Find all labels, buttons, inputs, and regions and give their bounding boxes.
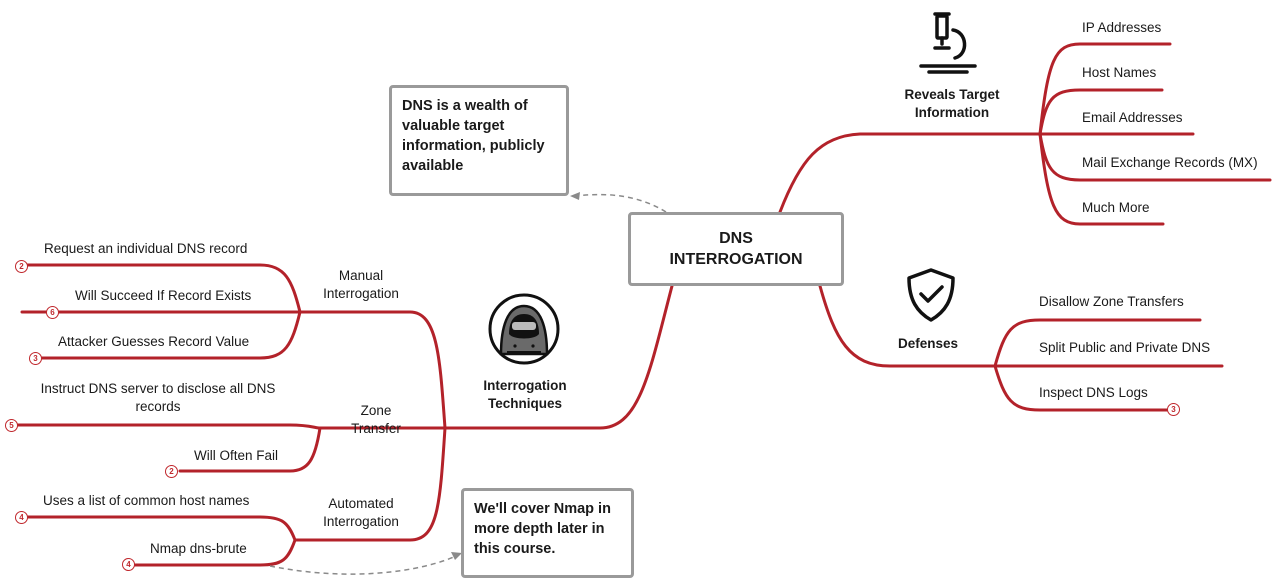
microscope-icon — [919, 12, 977, 74]
hooded-hacker-icon — [488, 293, 560, 365]
automated-list-badge: 4 — [15, 511, 28, 524]
techniques-title: Interrogation Techniques — [483, 378, 567, 411]
automated-item-nmap: Nmap dns-brute — [150, 541, 247, 556]
branch-often-fail — [178, 426, 322, 473]
branch-instruct-dns — [10, 423, 322, 430]
note-top: DNS is a wealth of valuable target infor… — [389, 85, 569, 196]
note-bottom-text: We'll cover Nmap in more depth later in … — [474, 501, 611, 557]
branch-host-list — [20, 515, 297, 542]
branch-center-defenses — [818, 284, 997, 368]
reveals-title: Reveals Target Information — [904, 87, 1000, 120]
branch-request-record — [20, 263, 302, 314]
manual-item-guesses: Attacker Guesses Record Value — [58, 334, 250, 349]
reveals-item-email: Email Addresses — [1082, 110, 1183, 125]
note-top-text: DNS is a wealth of valuable target infor… — [402, 98, 545, 174]
zone-instruct-badge: 5 — [5, 419, 18, 432]
central-topic-line1: DNS — [719, 230, 753, 247]
manual-item-succeed: Will Succeed If Record Exists — [75, 288, 252, 303]
note-bottom: We'll cover Nmap in more depth later in … — [461, 488, 634, 578]
manual-item-request: Request an individual DNS record — [44, 241, 248, 256]
defenses-item-split: Split Public and Private DNS — [1039, 340, 1211, 355]
dashed-link-bottom-note — [269, 555, 457, 575]
branch-disallow-zone — [993, 318, 1202, 368]
zone-item-fail: Will Often Fail — [194, 448, 279, 463]
reveals-item-hosts: Host Names — [1082, 65, 1157, 80]
zone-fail-badge: 2 — [165, 465, 178, 478]
manual-interrogation-label: Manual Interrogation — [323, 268, 399, 301]
zone-transfer-label: Zone Transfer — [351, 403, 401, 436]
branch-ip-addresses — [1038, 42, 1172, 136]
branch-center-reveals — [778, 132, 1042, 214]
automated-item-list: Uses a list of common host names — [43, 493, 250, 508]
branch-nmap-brute — [132, 538, 297, 567]
branch-much-more — [1038, 132, 1165, 226]
arrowhead-bottom-note — [451, 552, 462, 560]
reveals-item-ip: IP Addresses — [1082, 20, 1162, 35]
dashed-link-top-note — [575, 193, 667, 213]
central-topic-line2: INTERROGATION — [669, 251, 803, 268]
branch-to-manual — [298, 310, 447, 430]
central-topic-box: DNS INTERROGATION — [628, 212, 844, 286]
manual-request-badge: 2 — [15, 260, 28, 273]
automated-nmap-badge: 4 — [122, 558, 135, 571]
defenses-item-disallow: Disallow Zone Transfers — [1039, 294, 1184, 309]
shield-check-icon — [907, 268, 955, 322]
branch-center-techniques — [443, 284, 674, 430]
defenses-inspect-badge: 3 — [1167, 403, 1180, 416]
branch-guesses-record — [38, 310, 302, 360]
reveals-item-mx: Mail Exchange Records (MX) — [1082, 155, 1258, 170]
arrowhead-top-note — [570, 192, 580, 200]
defenses-item-inspect: Inspect DNS Logs — [1039, 385, 1148, 400]
defenses-title: Defenses — [898, 336, 959, 351]
reveals-item-more: Much More — [1082, 200, 1150, 215]
manual-succeed-badge: 6 — [46, 306, 59, 319]
manual-guesses-badge: 3 — [29, 352, 42, 365]
branch-inspect-logs — [993, 364, 1174, 412]
zone-item-instruct: Instruct DNS server to disclose all DNS … — [40, 381, 276, 414]
branch-to-automated — [293, 426, 447, 542]
branch-host-names — [1038, 88, 1164, 136]
automated-interrogation-label: Automated Interrogation — [323, 496, 399, 529]
